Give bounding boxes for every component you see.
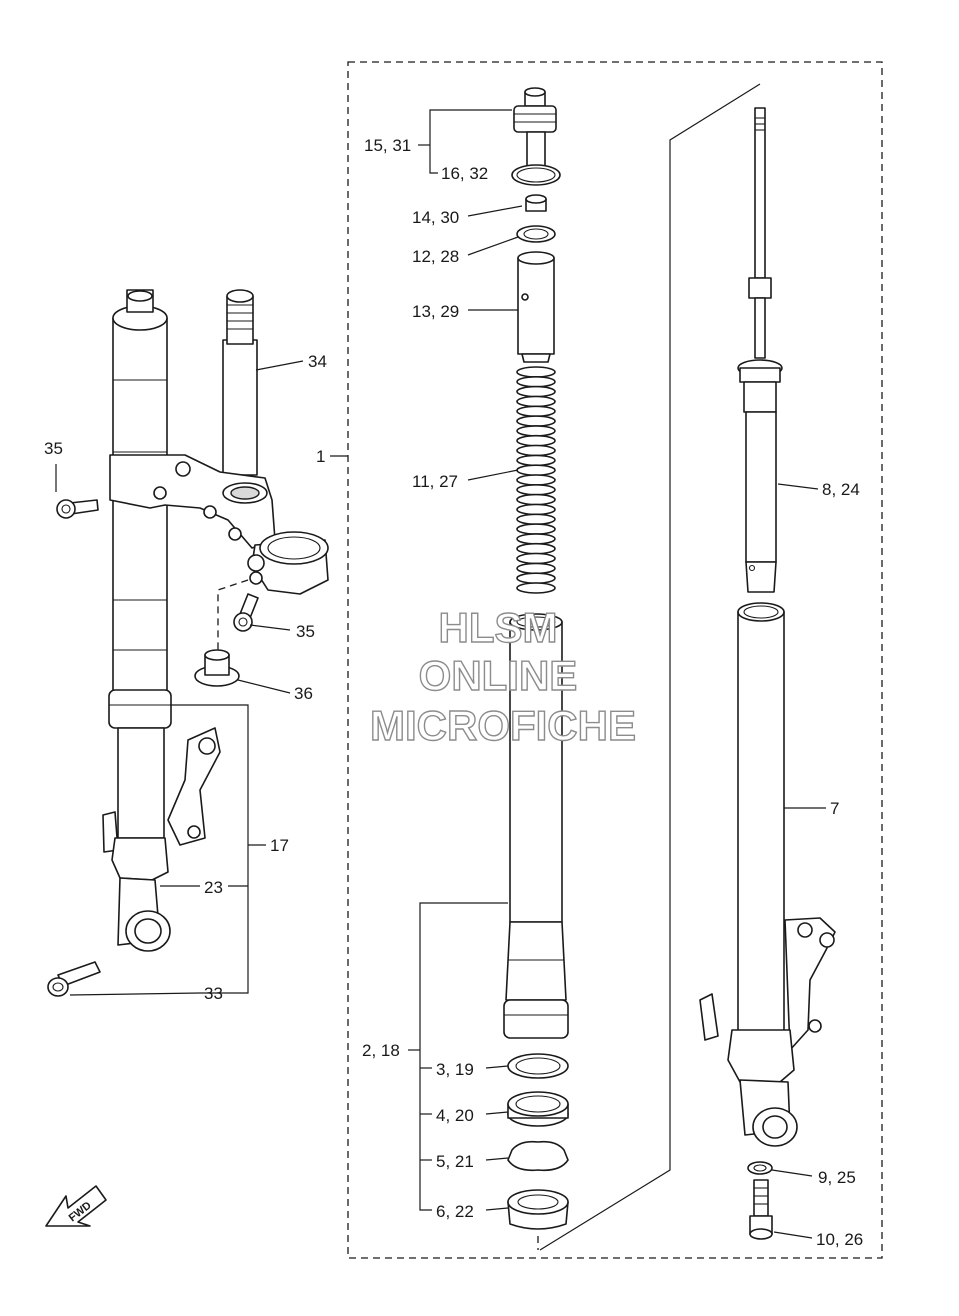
oil-seal-4-20	[507, 1091, 569, 1127]
bolt-35-lower	[233, 593, 259, 632]
cap-bolt-15-31	[513, 87, 557, 167]
spring-coil	[516, 562, 556, 575]
spring-coil	[516, 474, 556, 486]
assembled-fork	[47, 289, 221, 997]
callout-12-28: 12, 28	[412, 247, 459, 266]
spring-coil	[516, 542, 556, 555]
callout-14-30: 14, 30	[412, 208, 459, 227]
spring-coil	[516, 395, 556, 408]
spring-coil	[516, 366, 556, 378]
spring-coil	[516, 425, 556, 437]
spacer-13-29	[517, 251, 555, 363]
spring-coil	[516, 493, 556, 506]
callout-23: 23	[204, 878, 223, 897]
spring-coil	[516, 434, 556, 447]
callout-35-upper: 35	[44, 439, 63, 458]
watermark-line-1: HLSM	[439, 604, 558, 651]
spring-coil	[516, 375, 556, 388]
spring-coil	[516, 582, 556, 594]
callout-5-21: 5, 21	[436, 1152, 474, 1171]
spring-coil	[516, 533, 556, 545]
spring-coil	[516, 572, 556, 585]
spring-coil	[516, 464, 556, 477]
callout-36: 36	[294, 684, 313, 703]
callout-16-32: 16, 32	[441, 164, 488, 183]
callout-15-31: 15, 31	[364, 136, 411, 155]
callout-9-25: 9, 25	[818, 1168, 856, 1187]
callout-8-24: 8, 24	[822, 480, 860, 499]
spring-coil	[516, 405, 556, 418]
bolt-35-upper	[56, 499, 99, 519]
spring-coil	[516, 483, 556, 496]
dust-seal-6-22	[507, 1189, 569, 1230]
callout-17: 17	[270, 836, 289, 855]
under-bracket	[109, 454, 329, 595]
cap-36	[194, 649, 240, 687]
spring-coil	[516, 444, 556, 457]
callout-6-22: 6, 22	[436, 1202, 474, 1221]
washer-12-28	[516, 225, 556, 243]
washer-9-25	[747, 1161, 773, 1175]
inner-tube-7	[699, 602, 836, 1147]
bolt-10-26	[749, 1179, 773, 1240]
damper-rod-8-24	[737, 107, 783, 593]
watermark-line-2: ONLINE	[419, 652, 578, 699]
callout-3-19: 3, 19	[436, 1060, 474, 1079]
spring-coil	[516, 523, 556, 535]
callout-2-18: 2, 18	[362, 1041, 400, 1060]
spring-coil	[516, 513, 556, 526]
clip-5-21	[507, 1140, 569, 1172]
spring-coil	[516, 454, 556, 467]
assembly-frame	[347, 61, 883, 1259]
fwd-arrow-icon: FWD	[45, 1185, 107, 1227]
outer-tube-2-18	[503, 613, 569, 1039]
callout-7: 7	[830, 799, 839, 818]
callout-1: 1	[316, 447, 325, 466]
spring-coil	[516, 552, 556, 565]
steering-stem-34	[222, 289, 258, 476]
spring-coil	[516, 415, 556, 427]
callout-11-27: 11, 27	[412, 472, 458, 491]
callout-10-26: 10, 26	[816, 1230, 863, 1249]
watermark-line-3: MICROFICHE	[370, 702, 636, 749]
bolt-33	[47, 961, 101, 997]
callout-35-lower: 35	[296, 622, 315, 641]
spring-coil	[516, 385, 556, 398]
spring-coil	[516, 503, 556, 516]
callout-13-29: 13, 29	[412, 302, 459, 321]
callout-33: 33	[204, 984, 223, 1003]
callout-4-20: 4, 20	[436, 1106, 474, 1125]
spring-11-27	[516, 366, 556, 594]
callout-34: 34	[308, 352, 327, 371]
